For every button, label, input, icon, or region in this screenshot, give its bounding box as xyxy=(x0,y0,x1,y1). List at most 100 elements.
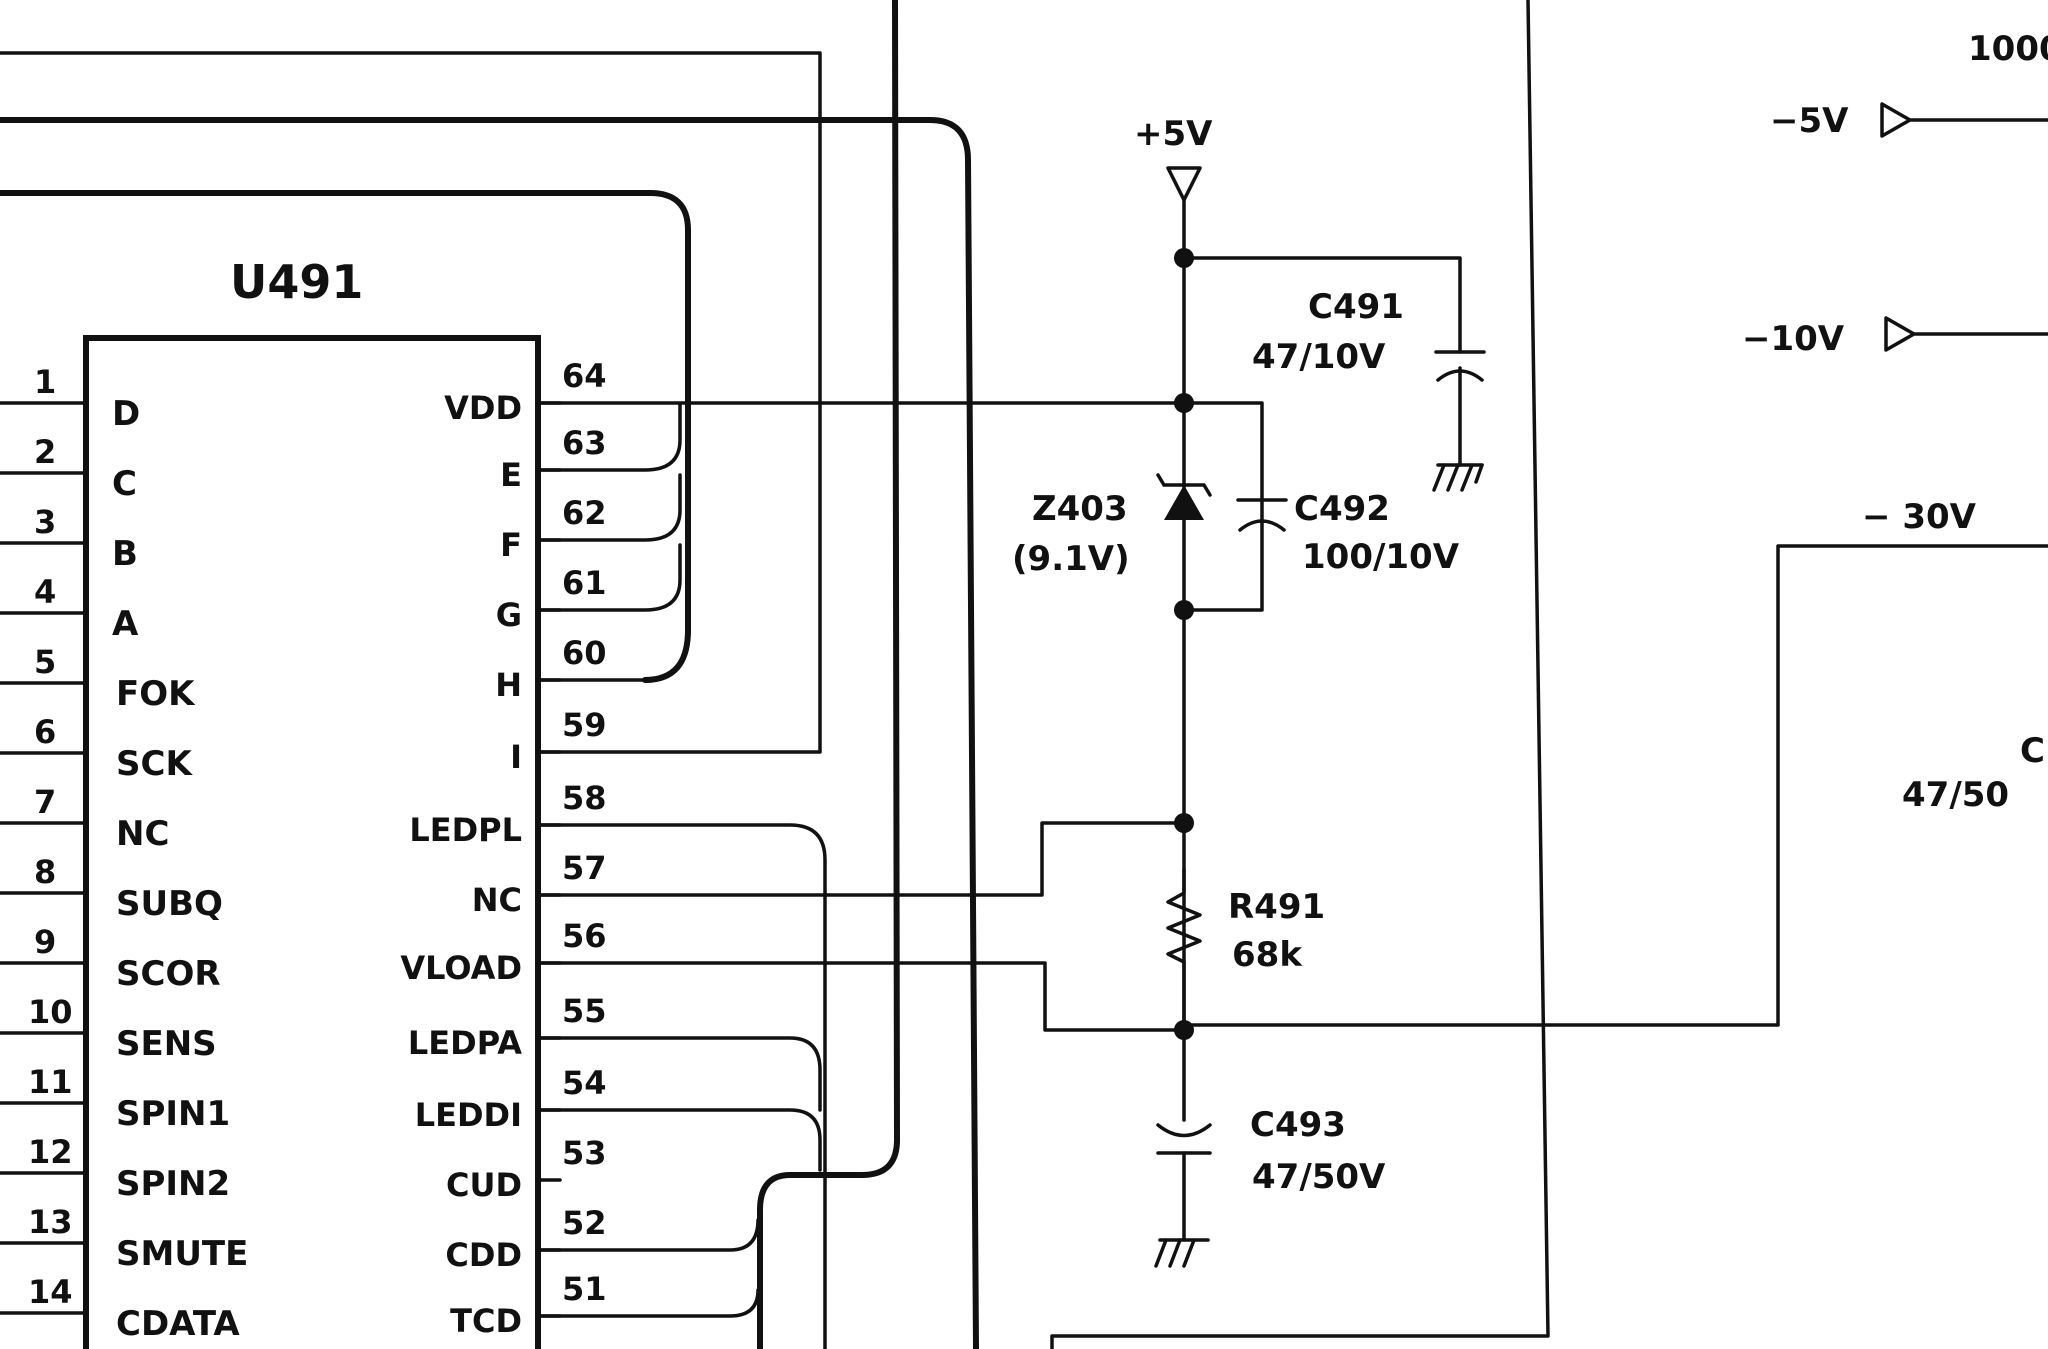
capacitor-c493 xyxy=(1156,1123,1212,1242)
pin-2-label: C xyxy=(112,464,137,504)
r491-ref: R491 xyxy=(1228,887,1325,927)
pin-57-label: NC xyxy=(472,881,522,919)
wire-pin57 xyxy=(536,821,1186,897)
wire-pin52 xyxy=(536,1218,760,1252)
pin-4-number: 4 xyxy=(34,573,56,611)
c493-value: 47/50V xyxy=(1252,1157,1386,1197)
rail-minus10v-symbol xyxy=(1884,316,2048,352)
zener-z403 xyxy=(1156,473,1212,520)
wire-c491-top xyxy=(1182,256,1462,354)
c492-value: 100/10V xyxy=(1302,537,1460,577)
c493-ref: C493 xyxy=(1250,1105,1346,1145)
pin-58-number: 58 xyxy=(562,779,607,817)
pin-51-label: TCD xyxy=(450,1302,522,1340)
rail-minus10v-label: −10V xyxy=(1742,319,1845,359)
pin-9-number: 9 xyxy=(34,923,56,961)
wire-pin53-loop xyxy=(757,0,900,1349)
pin-54-number: 54 xyxy=(562,1064,607,1102)
pin-2-number: 2 xyxy=(34,433,56,471)
rail-plus5v-label: +5V xyxy=(1134,114,1213,154)
pin-9-label: SCOR xyxy=(116,954,221,994)
pin-4-label: A xyxy=(112,604,139,644)
wire-pin54 xyxy=(536,1108,822,1172)
pin-60-number: 60 xyxy=(562,634,607,672)
wire-vdd xyxy=(536,401,1264,612)
pin-57-number: 57 xyxy=(562,849,607,887)
pin-55-number: 55 xyxy=(562,992,607,1030)
z403-ref: Z403 xyxy=(1032,489,1128,529)
rail-plus5v-symbol xyxy=(1166,166,1202,202)
pin-10-number: 10 xyxy=(28,993,73,1031)
pin-7-number: 7 xyxy=(34,783,56,821)
z403-value: (9.1V) xyxy=(1012,539,1130,579)
pin-10-label: SENS xyxy=(116,1024,217,1064)
pin-3-label: B xyxy=(112,534,138,574)
pin-13-number: 13 xyxy=(28,1203,73,1241)
pin-6-number: 6 xyxy=(34,713,56,751)
pin-61-number: 61 xyxy=(562,564,607,602)
pin-14-number: 14 xyxy=(28,1273,73,1311)
ground-c491 xyxy=(1432,463,1484,492)
pin-8-label: SUBQ xyxy=(116,884,223,924)
bus-wires-lower xyxy=(536,823,827,1349)
pin-3-number: 3 xyxy=(34,503,56,541)
rail-minus30v-label: − 30V xyxy=(1862,497,1977,537)
resistor-r491 xyxy=(1166,868,1202,1027)
pin-64-number: 64 xyxy=(562,357,607,395)
ic-left-pins: 1D2C3B4A5FOK6SCK7NC8SUBQ9SCOR10SENS11SPI… xyxy=(0,363,248,1344)
r491-value: 68k xyxy=(1232,935,1303,975)
pin-6-label: SCK xyxy=(116,744,193,784)
pin-60-label: H xyxy=(495,666,522,704)
pin-7-label: NC xyxy=(116,814,169,854)
ic-u491-name: U491 xyxy=(230,255,363,309)
ic-u491: U491 1D2C3B4A5FOK6SCK7NC8SUBQ9SCOR10SENS… xyxy=(0,255,607,1349)
wire-pin51 xyxy=(536,1288,760,1318)
pin-62-label: F xyxy=(500,526,522,564)
pin-11-number: 11 xyxy=(28,1063,73,1101)
pin-59-number: 59 xyxy=(562,706,607,744)
pin-55-label: LEDPA xyxy=(408,1024,522,1062)
wire-thick-upper xyxy=(0,117,979,1349)
pin-14-label: CDATA xyxy=(116,1304,240,1344)
pin-58-label: LEDPL xyxy=(409,811,522,849)
pin-51-number: 51 xyxy=(562,1270,607,1308)
pin-1-number: 1 xyxy=(34,363,56,401)
junction-zener xyxy=(1174,600,1194,620)
ground-c493 xyxy=(1154,1238,1210,1268)
pin-56-label: VLOAD xyxy=(400,949,522,987)
junction-r491 xyxy=(1174,1020,1194,1040)
pin-5-label: FOK xyxy=(116,674,196,714)
pin-52-label: CDD xyxy=(445,1236,522,1274)
pin-13-label: SMUTE xyxy=(116,1234,248,1274)
c492-ref: C492 xyxy=(1294,489,1390,529)
pin-8-number: 8 xyxy=(34,853,56,891)
pin-54-label: LEDDI xyxy=(415,1096,522,1134)
pin-12-number: 12 xyxy=(28,1133,73,1171)
capacitor-c491 xyxy=(1434,350,1486,467)
wire-pin56 xyxy=(536,961,1186,1032)
wire-minus30v xyxy=(1182,544,2048,1027)
wire-pin58 xyxy=(536,823,827,1349)
wire-bus-tap-61 xyxy=(536,543,682,612)
ic-u491-body xyxy=(83,335,541,1349)
junction-vdd xyxy=(1174,393,1194,413)
pin-12-label: SPIN2 xyxy=(116,1164,230,1204)
wire-bus-tap-62 xyxy=(536,473,682,542)
rail-minus5v-symbol xyxy=(1880,102,2048,138)
pin-56-number: 56 xyxy=(562,917,607,955)
pin-64-label: VDD xyxy=(444,389,522,427)
pin-61-label: G xyxy=(496,596,522,634)
rail-minus5v-label: −5V xyxy=(1770,101,1849,141)
wire-right-vertical xyxy=(1050,0,1550,1349)
ic-right-pins: 64VDD63E62F61G60H59I58LEDPL57NC56VLOAD55… xyxy=(400,357,606,1340)
pin-63-label: E xyxy=(500,456,522,494)
supply-5v-network: +5V C491 47/10V Z403 (9.1V) C492 xyxy=(536,114,2048,1268)
pin-59-label: I xyxy=(510,738,522,776)
edge-label-c: C xyxy=(2020,731,2045,771)
edge-label-value: 47/50 xyxy=(1902,775,2009,815)
pin-1-label: D xyxy=(112,394,140,434)
pin-63-number: 63 xyxy=(562,424,607,462)
junction-pin57 xyxy=(1174,813,1194,833)
pin-53-label: CUD xyxy=(446,1166,522,1204)
